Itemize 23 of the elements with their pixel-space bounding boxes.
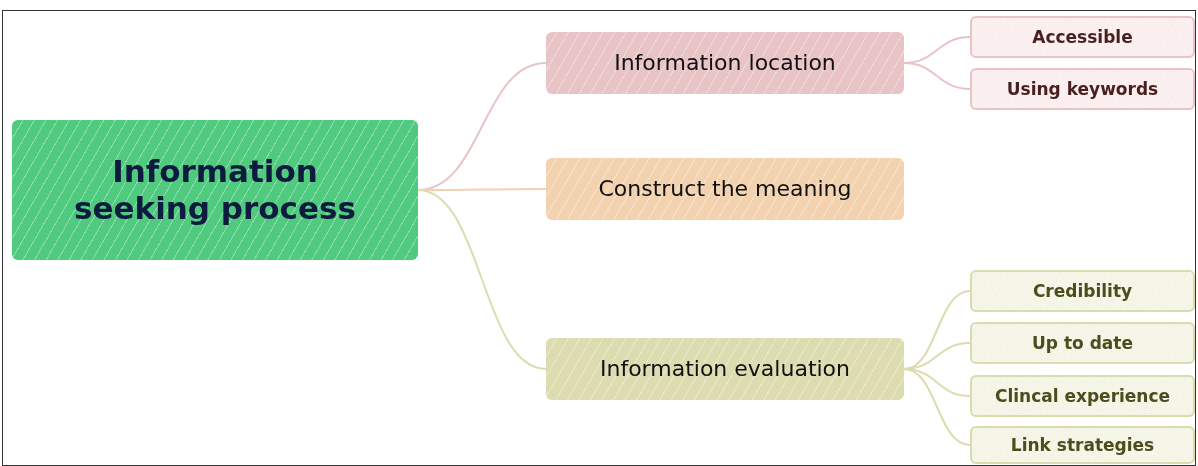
leaf-box [970, 16, 1195, 58]
connector [903, 368, 971, 446]
topic-box [12, 120, 418, 260]
connector [903, 62, 971, 90]
node-label: Credibility [1032, 280, 1133, 302]
branch-box [546, 338, 904, 400]
node-label: Clincal experience [994, 385, 1171, 407]
leaf-box [970, 322, 1195, 364]
node-label: Link strategies [1010, 434, 1155, 456]
node-label: Information evaluation [599, 355, 851, 383]
node-label: Using keywords [1006, 78, 1159, 100]
node-label: Up to date [1032, 332, 1133, 354]
leaf-box [970, 375, 1195, 417]
leaf-box [970, 68, 1195, 110]
node-label: Construct the meaning [598, 175, 852, 203]
node-label: Accessible [1032, 26, 1133, 48]
branch-box [546, 32, 904, 94]
node-label: Information seeking process [73, 152, 357, 228]
leaf-box [970, 426, 1195, 464]
connector [417, 189, 547, 370]
branch-box [546, 158, 904, 220]
leaf-box [970, 270, 1195, 312]
node-label: Information location [614, 49, 836, 77]
